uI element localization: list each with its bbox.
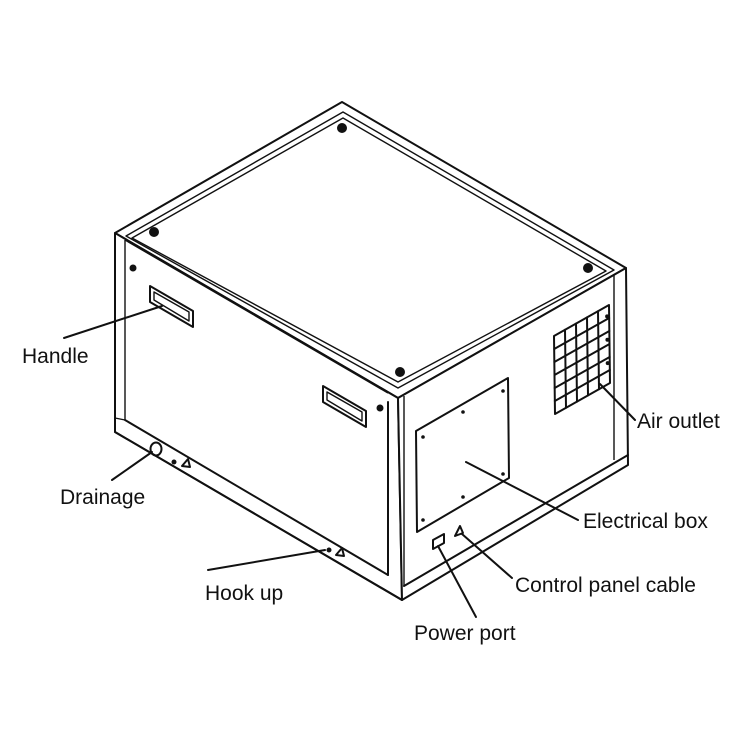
hook-up-port (326, 547, 345, 557)
handle-right (322, 385, 367, 428)
grille-bar (553, 343, 611, 376)
electrical-box-panel (415, 377, 510, 533)
label-hook-up: Hook up (205, 582, 283, 605)
label-air-outlet: Air outlet (637, 410, 720, 433)
control-cable-fitting (454, 525, 464, 537)
electrical-box-leader (465, 461, 579, 521)
label-drainage: Drainage (60, 486, 145, 509)
top-bolt (583, 263, 593, 273)
control-cable-leader (461, 533, 513, 579)
drainage-leader (111, 451, 153, 481)
grille-bar (553, 356, 611, 389)
grille-screw (605, 314, 610, 319)
air-outlet-grille (553, 304, 611, 415)
power-port-leader (437, 545, 477, 618)
grille-screw (605, 337, 610, 342)
label-power-port: Power port (414, 622, 516, 645)
hook-up-leader (207, 549, 326, 571)
panel-screw (376, 404, 384, 412)
top-bolt (395, 367, 405, 377)
side-panel (397, 267, 629, 601)
top-bolt (149, 227, 159, 237)
power-port-fitting (432, 533, 445, 550)
top-bolt (337, 123, 347, 133)
drainage-port (149, 441, 191, 468)
grille-bar (553, 330, 611, 363)
grille-bar (553, 369, 611, 402)
handle-left (149, 285, 194, 328)
air-outlet-leader (599, 383, 636, 421)
grille-bar (553, 317, 611, 350)
handle-leader (63, 305, 163, 339)
callout-lines (63, 305, 636, 618)
grille-screw (605, 361, 610, 366)
label-handle: Handle (22, 345, 89, 368)
label-control-panel-cable: Control panel cable (515, 574, 696, 597)
label-electrical-box: Electrical box (583, 510, 708, 533)
front-panel (114, 232, 403, 601)
panel-screw (129, 264, 137, 272)
